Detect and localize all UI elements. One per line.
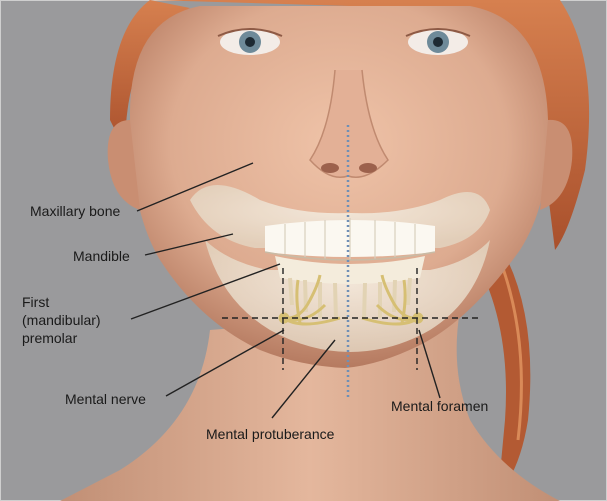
label-first-premolar: First (mandibular) premolar [22,293,101,347]
label-mental-protuberance: Mental protuberance [206,425,334,443]
label-premolar-line3: premolar [22,329,101,347]
label-mandible: Mandible [73,247,130,265]
label-premolar-line1: First [22,293,101,311]
label-mental-foramen: Mental foramen [391,397,488,415]
label-premolar-line2: (mandibular) [22,311,101,329]
label-mental-nerve: Mental nerve [65,390,146,408]
label-maxillary-bone: Maxillary bone [30,202,120,220]
